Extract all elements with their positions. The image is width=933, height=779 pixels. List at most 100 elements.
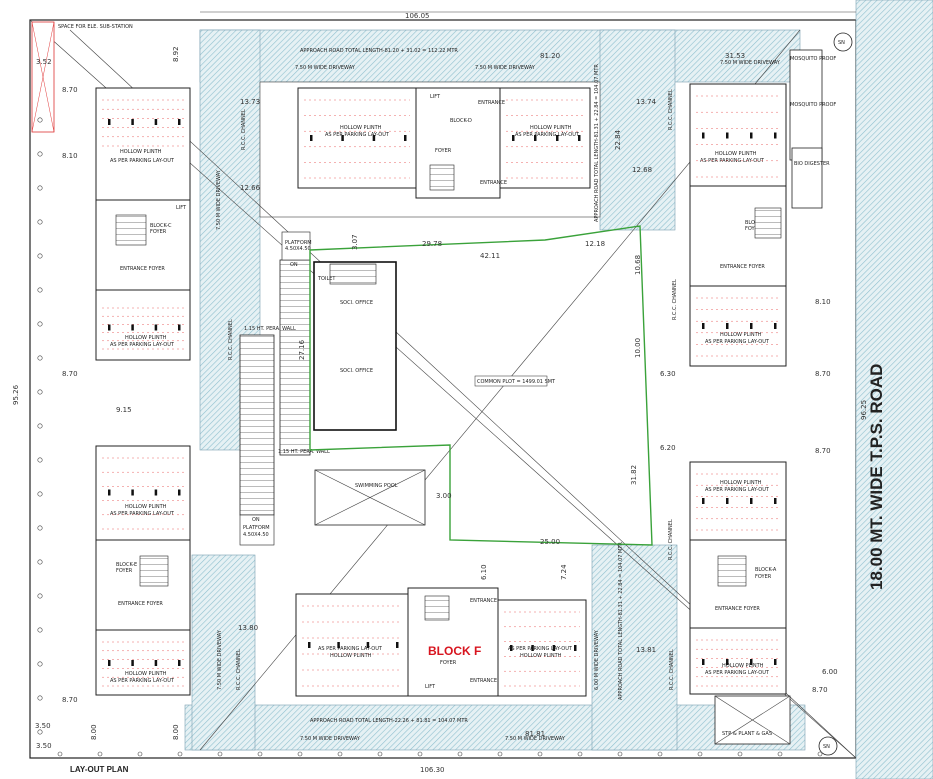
rcc-channel-right: R.C.C. CHANNEL <box>668 89 674 130</box>
society-office-label: SOCI. OFFICE <box>340 300 373 306</box>
boundary-dot <box>37 287 43 293</box>
swimming-pool-label: SWIMMING POOL <box>355 483 398 489</box>
society-stair <box>329 263 377 285</box>
dim-31-53: 31.53 <box>725 52 745 60</box>
corner-tag-bl: 3.50 <box>36 742 52 750</box>
block-f-hollow-r: HOLLOW PLINTH <box>520 653 562 659</box>
block-f-left <box>295 593 409 697</box>
boundary-dot <box>337 751 343 757</box>
dim-12-66: 12.66 <box>240 184 261 192</box>
boundary-dot <box>377 751 383 757</box>
block-b-bottom <box>689 285 787 367</box>
boundary-dot <box>217 751 223 757</box>
block-a-group: HOLLOW PLINTH AS PER PARKING LAY-OUT BLO… <box>689 461 787 695</box>
block-f-foyer: FOYER <box>440 660 457 666</box>
column-mark <box>178 324 181 331</box>
column-mark <box>131 660 134 666</box>
block-f-entrance-2: ENTRANCE <box>470 678 497 684</box>
column-mark <box>534 135 537 141</box>
column-mark <box>556 135 559 141</box>
top-driveway-b: 7.50 M WIDE DRIVEWAY <box>475 65 536 71</box>
column-mark <box>154 489 158 496</box>
left-lower-band <box>191 554 256 751</box>
dim-3-50: 3.50 <box>35 722 51 730</box>
block-a-bottom <box>689 627 787 695</box>
block-b-hollow: HOLLOW PLINTH <box>715 151 757 157</box>
block-d-group: HOLLOW PLINTH AS PER PARKING LAY-OUT HOL… <box>297 87 591 199</box>
block-e-label: BLOCK-E <box>116 562 137 568</box>
right-approach-label-2: APPROACH ROAD TOTAL LENGTH-81.31 + 22.84… <box>618 542 624 700</box>
column-mark <box>108 324 111 331</box>
dim-8-10-b: 8.10 <box>815 298 831 306</box>
bottom-approach-label: APPROACH ROAD TOTAL LENGTH-22.26 + 81.81… <box>310 718 468 724</box>
dim-10-68: 10.68 <box>634 255 642 275</box>
block-d-hollow-r: HOLLOW PLINTH <box>530 125 572 131</box>
rcc-channel-top: R.C.C. CHANNEL <box>241 109 247 150</box>
boundary-dot <box>57 751 63 757</box>
dim-6-30: 6.30 <box>660 370 676 378</box>
road-title: 18.00 MT. WIDE T.P.S. ROAD <box>867 364 886 590</box>
dim-3-00: 3.00 <box>436 492 452 500</box>
column-mark <box>337 642 340 648</box>
block-a-entrance: ENTRANCE FOYER <box>715 606 760 612</box>
column-mark <box>750 659 753 665</box>
mosquito-box <box>789 49 823 161</box>
block-f-parking-r: AS PER PARKING LAY-OUT <box>508 646 573 652</box>
right-driveway-band <box>599 29 676 231</box>
block-e-parking-2: AS PER PARKING LAY-OUT <box>110 678 175 684</box>
block-f-hollow: HOLLOW PLINTH <box>330 653 372 659</box>
boundary-dot <box>37 661 43 667</box>
block-b-foyer: FOYER <box>745 226 762 232</box>
boundary-dot <box>37 117 43 123</box>
bio-digester-label: BIO DIGESTER <box>794 161 830 167</box>
column-mark <box>774 323 777 329</box>
column-mark <box>552 645 556 651</box>
dim-8-00-a: 8.00 <box>90 724 98 740</box>
rcc-channel-left: R.C.C. CHANNEL <box>228 319 234 360</box>
on-bottom: ON <box>252 517 260 523</box>
column-mark <box>774 659 777 665</box>
top-driveway-c: 7.50 M WIDE DRIVEWAY <box>720 60 781 66</box>
block-c-parking: AS PER PARKING LAY-OUT <box>110 158 175 164</box>
boundary-dot <box>577 751 583 757</box>
dim-13-74: 13.74 <box>636 98 657 106</box>
north-symbol-bottom-label: SN <box>823 744 830 750</box>
dim-3-07: 3.07 <box>351 234 359 250</box>
block-c-group: HOLLOW PLINTH AS PER PARKING LAY-OUT BLO… <box>95 87 191 361</box>
boundary-dot <box>497 751 503 757</box>
dim-10-00: 10.00 <box>634 338 642 358</box>
left-overall-dim: 95.26 <box>12 384 20 405</box>
rcc-channel-right-2: R.C.C. CHANNEL <box>672 279 678 320</box>
column-mark <box>308 642 311 648</box>
mosquito-label-2: MOSQUITO PROOF <box>790 102 836 108</box>
block-c-top <box>95 87 191 201</box>
dim-7-24: 7.24 <box>560 564 568 580</box>
dim-6-20: 6.20 <box>660 444 676 452</box>
block-b-stairs <box>754 207 782 239</box>
dim-8-70-d: 8.70 <box>815 370 831 378</box>
boundary-dot <box>177 751 183 757</box>
block-c-entrance: ENTRANCE FOYER <box>120 266 165 272</box>
substation-label: SPACE FOR ELE. SUB-STATION <box>58 24 133 30</box>
column-mark <box>726 659 729 665</box>
top-approach-road <box>199 29 801 83</box>
north-symbol-top <box>833 32 853 52</box>
block-c-parking-2: AS PER PARKING LAY-OUT <box>110 342 175 348</box>
dim-8-00-b: 8.00 <box>172 724 180 740</box>
column-mark <box>702 659 705 665</box>
dim-6-10: 6.10 <box>480 564 488 580</box>
block-e-parking: AS PER PARKING LAY-OUT <box>110 511 175 517</box>
block-a-hollow: HOLLOW PLINTH <box>720 480 762 486</box>
north-symbol-top-label: SN <box>838 40 845 46</box>
platform-bottom-dim: 4.50X4.50 <box>243 532 269 538</box>
block-e-stairs <box>139 555 169 587</box>
dim-6-00: 6.00 <box>822 668 838 676</box>
boundary-dot <box>37 457 43 463</box>
column-mark <box>178 119 181 125</box>
boundary-dot <box>697 751 703 757</box>
boundary-dot <box>137 751 143 757</box>
column-mark <box>108 489 111 496</box>
boundary-dot <box>37 627 43 633</box>
platform-bottom-label: PLATFORM <box>243 525 270 531</box>
